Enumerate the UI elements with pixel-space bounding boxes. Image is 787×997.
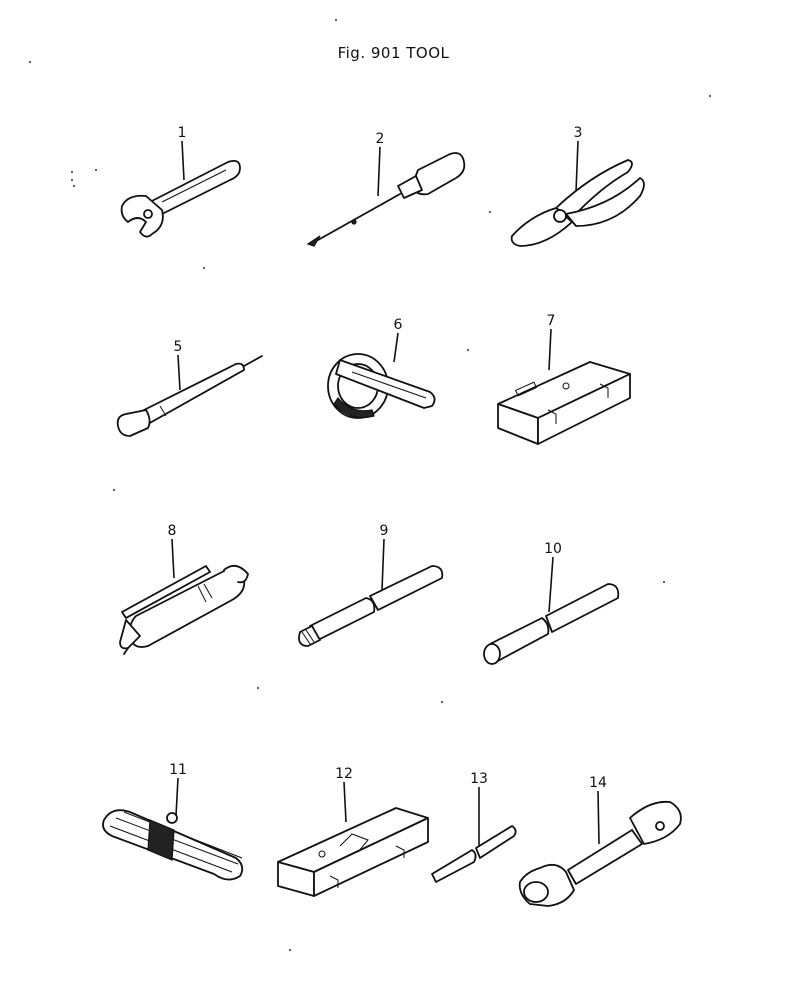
socket-wrench-icon: 14 [518, 775, 682, 907]
extension-bar-icon: 9 [298, 523, 444, 647]
leader-line-10 [548, 556, 554, 613]
hex-key-set-icon: 11 [102, 762, 244, 881]
leader-line-8 [171, 538, 175, 579]
part-number-7: 7 [547, 313, 556, 329]
part-number-11: 11 [169, 762, 187, 778]
leader-line-6 [393, 332, 399, 363]
screwdriver-icon: 2 [306, 131, 466, 247]
part-number-9: 9 [380, 523, 389, 539]
leader-line-3 [575, 140, 579, 193]
part-number-12: 12 [335, 766, 353, 782]
tire-gauge-icon: 5 [116, 339, 263, 437]
figure-title: Fig. 901 TOOL [337, 44, 450, 62]
part-number-14: 14 [589, 775, 607, 791]
part-number-8: 8 [168, 523, 177, 539]
leader-line-14 [597, 790, 600, 845]
tool-case-icon: 12 [277, 766, 429, 897]
adjustable-wrench-icon: 1 [120, 125, 241, 238]
leader-line-5 [177, 354, 181, 391]
part-number-6: 6 [394, 317, 403, 333]
part-number-1: 1 [178, 125, 187, 141]
leader-line-11 [175, 777, 179, 817]
leader-line-9 [381, 538, 385, 591]
leader-line-12 [343, 781, 347, 823]
part-number-2: 2 [376, 131, 385, 147]
pliers-icon: 3 [510, 125, 645, 247]
part-number-3: 3 [574, 125, 583, 141]
leader-line-2 [377, 146, 381, 197]
leader-line-7 [548, 328, 552, 371]
pipe-bar-icon: 10 [483, 541, 620, 665]
pin-set-icon: 13 [431, 771, 517, 883]
leader-line-1 [181, 140, 185, 181]
filter-wrench-icon: 6 [327, 317, 436, 419]
print-specks [29, 19, 711, 951]
small-case-icon: 7 [497, 313, 631, 445]
grease-gun-icon: 8 [119, 523, 249, 655]
part-number-10: 10 [544, 541, 562, 557]
part-number-5: 5 [174, 339, 183, 355]
part-number-13: 13 [470, 771, 488, 787]
